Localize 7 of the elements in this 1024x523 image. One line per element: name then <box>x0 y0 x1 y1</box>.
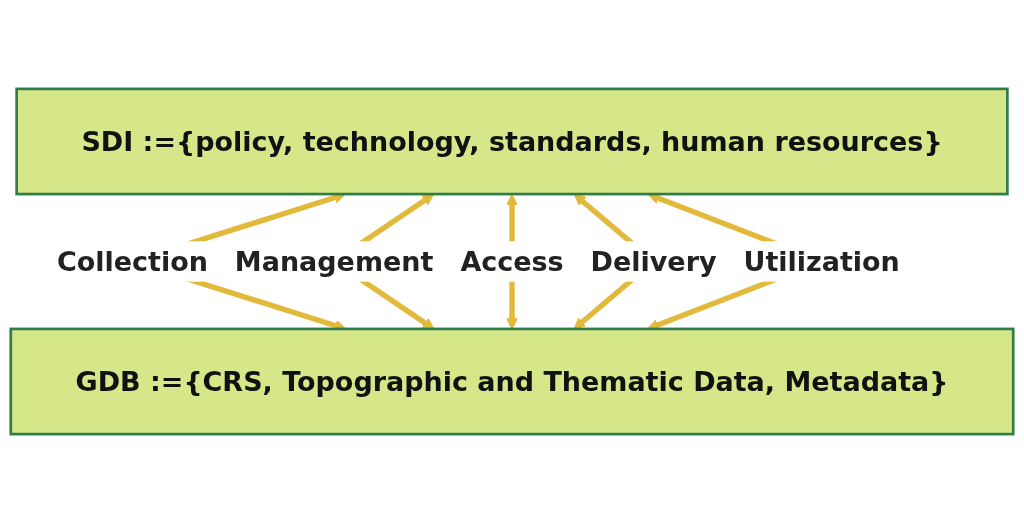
node-box: GDB :={CRS, Topographic and Thematic Data, Metadata} <box>9 327 1015 436</box>
edge-label: Management <box>234 245 434 278</box>
edge-label: Utilization <box>743 245 900 278</box>
edge-label: Delivery <box>590 245 717 278</box>
edge-label: Collection <box>56 245 208 278</box>
node-box: SDI :={policy, technology, standards, human resources} <box>15 87 1009 196</box>
edge-label: Access <box>460 245 564 278</box>
